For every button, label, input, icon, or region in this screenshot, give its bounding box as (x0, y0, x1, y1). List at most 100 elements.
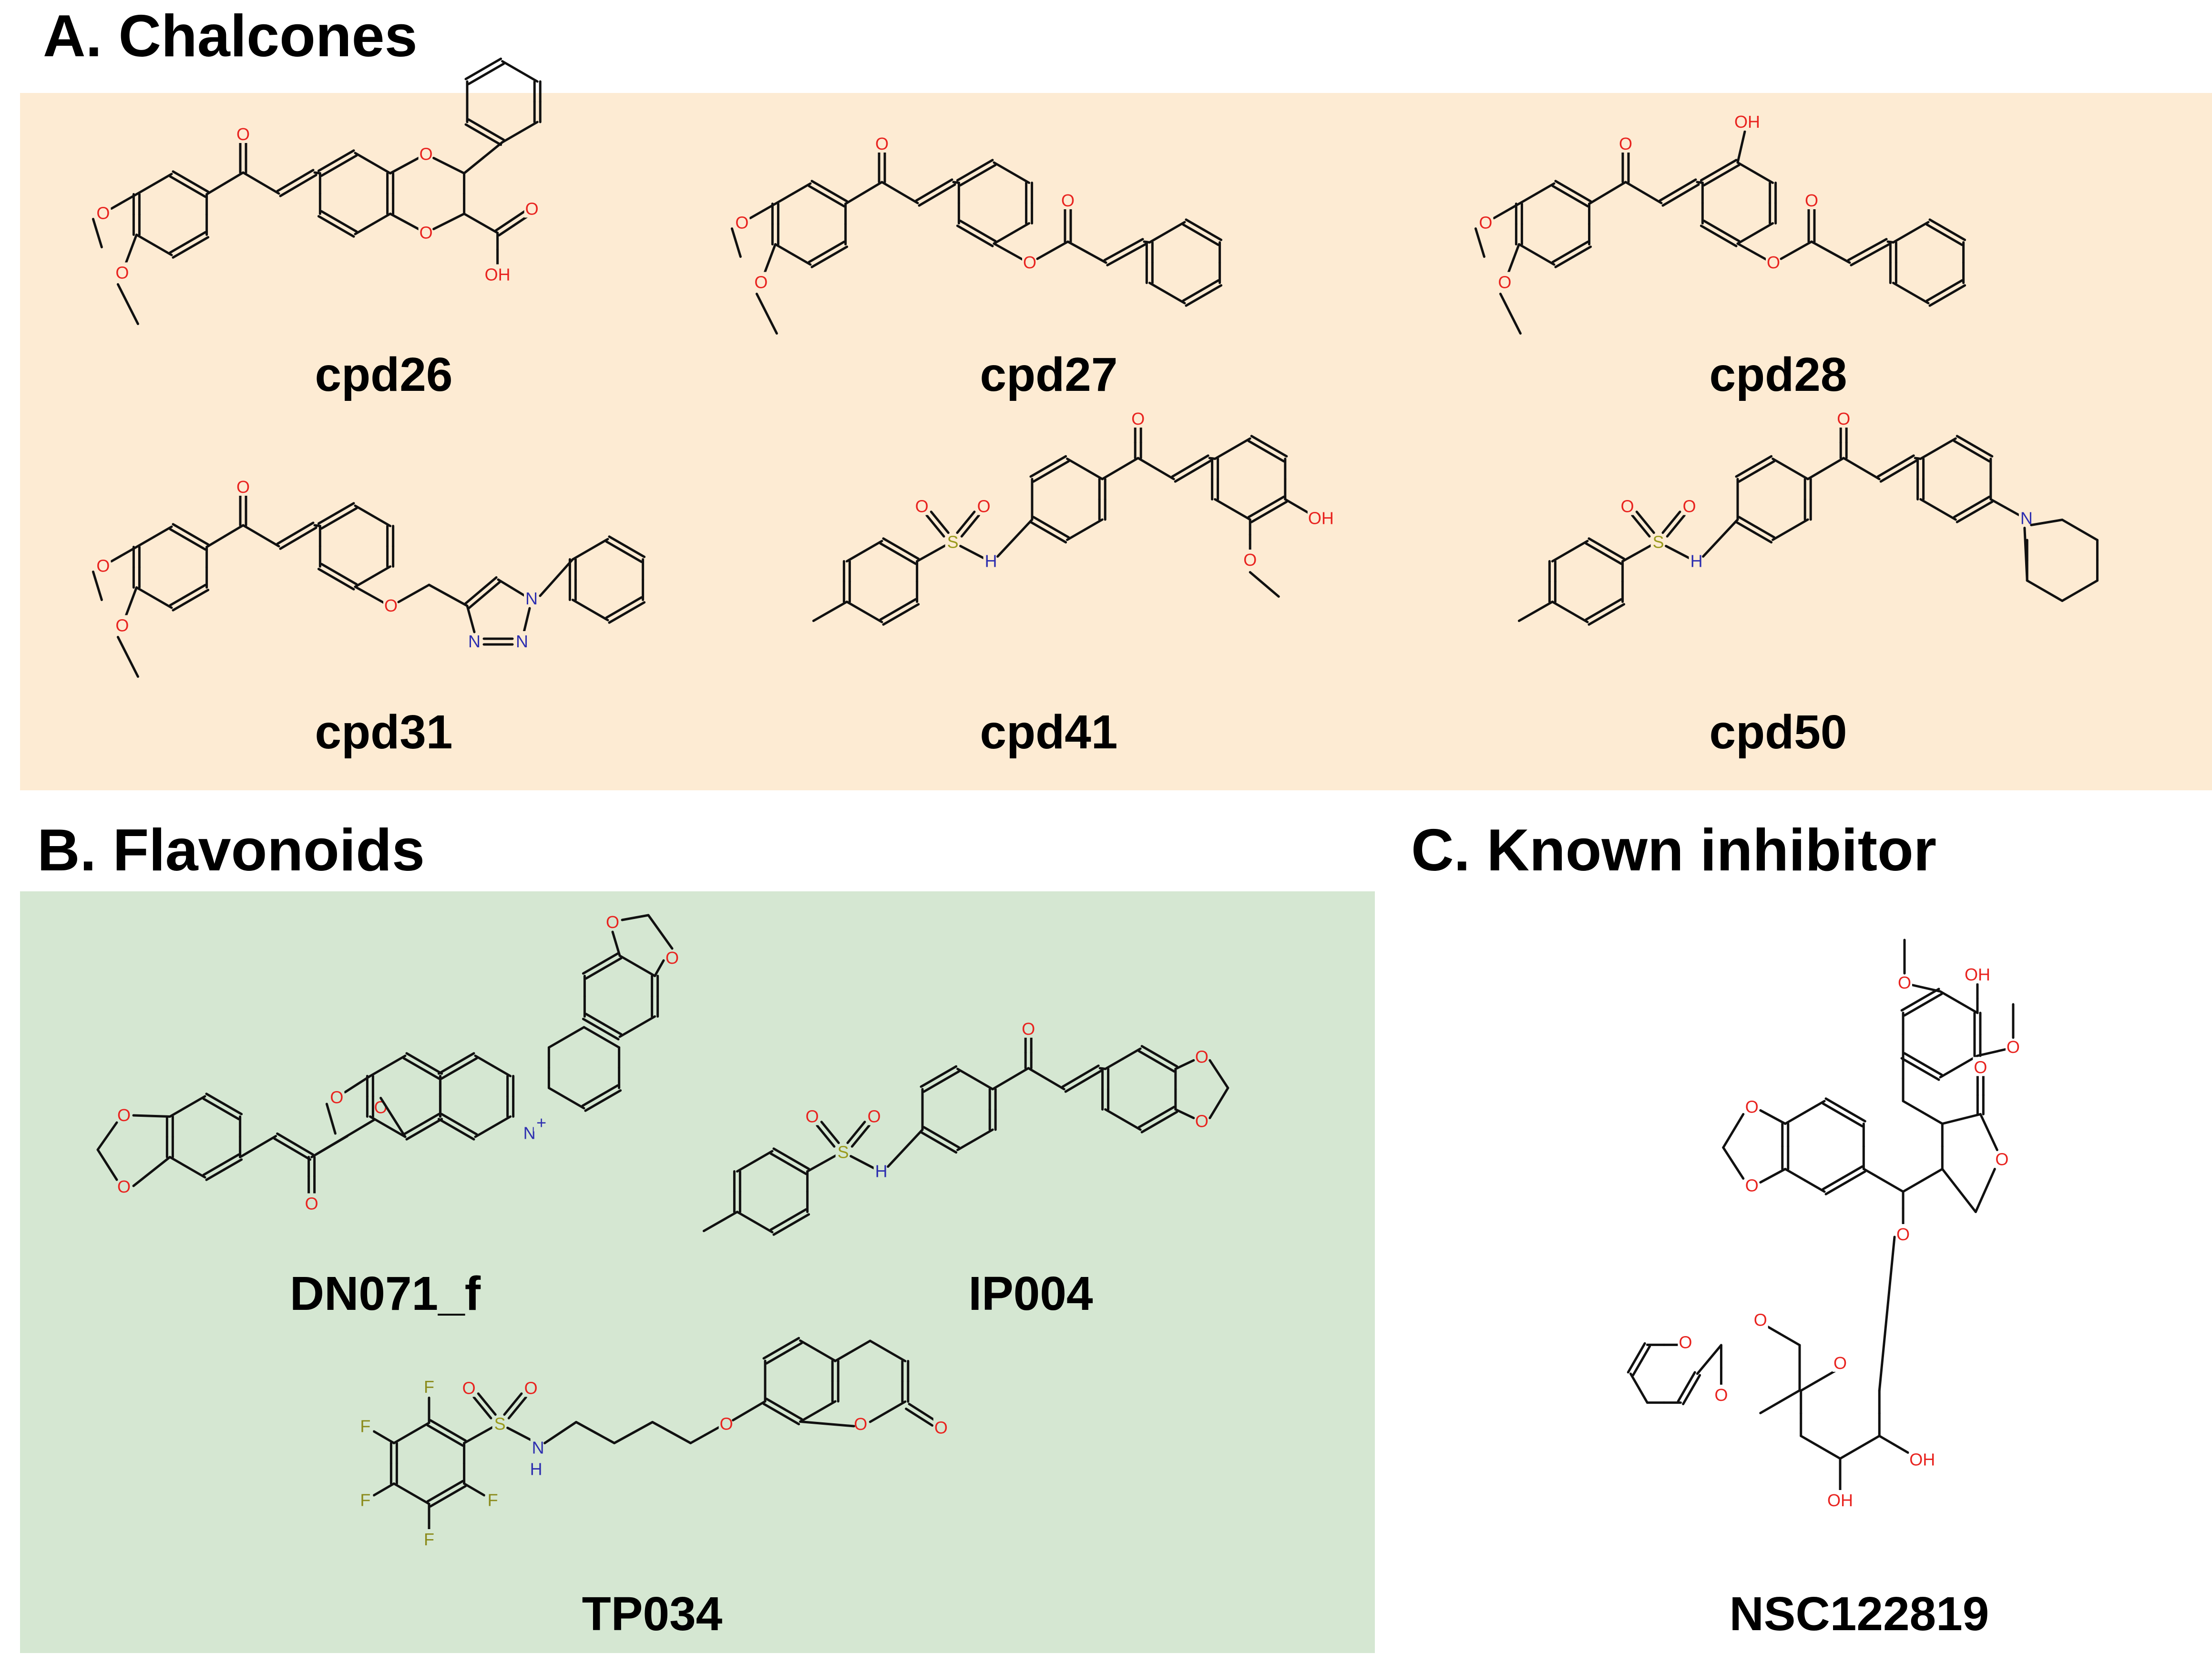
bond (1505, 203, 1520, 212)
bond (1268, 445, 1288, 458)
atom-label-mask (1618, 133, 1633, 153)
bond (1922, 992, 1943, 1006)
bond (996, 518, 1034, 558)
bond (389, 164, 407, 174)
bond (869, 1410, 889, 1423)
bond (783, 1342, 803, 1355)
bond (908, 1402, 924, 1414)
bond (1738, 516, 1758, 529)
bond (930, 544, 948, 554)
bond (371, 162, 392, 174)
bond (1231, 437, 1251, 450)
atom-label-mask (236, 124, 251, 143)
bond (937, 1141, 958, 1154)
bond (492, 1115, 512, 1128)
bond (420, 1113, 440, 1126)
oxygen-label: O (1195, 1112, 1208, 1131)
bond (915, 189, 935, 202)
bond (354, 585, 371, 596)
oxygen-label: O (666, 948, 679, 968)
atom-label-mask (1060, 190, 1075, 209)
bond (169, 241, 189, 254)
bond (168, 1156, 189, 1169)
bond (589, 609, 609, 622)
bond (1250, 435, 1270, 448)
oxygen-label: O (420, 223, 433, 243)
bond (845, 550, 866, 562)
bond (1231, 508, 1251, 521)
bond (1101, 467, 1122, 480)
bond (135, 586, 155, 599)
bond (506, 1427, 533, 1441)
bond (1507, 257, 1515, 274)
bond (1755, 460, 1776, 473)
bond (1736, 146, 1742, 164)
bond (423, 1062, 443, 1075)
sulfur-label: S (838, 1143, 849, 1162)
bond (116, 283, 139, 325)
bond (1010, 171, 1031, 184)
atom-label-mask (718, 1413, 734, 1433)
bond (2079, 579, 2099, 592)
bond (834, 1349, 854, 1362)
bond (1925, 223, 1946, 236)
bond (960, 524, 972, 538)
bond (153, 596, 173, 609)
bond (189, 236, 210, 249)
bond (654, 959, 665, 977)
bond (410, 1492, 430, 1505)
atom-label-mask (866, 1106, 882, 1125)
bond (379, 1097, 407, 1138)
bond (918, 194, 939, 207)
bond (498, 224, 515, 236)
bond (964, 510, 976, 524)
bond (1860, 467, 1881, 480)
atom-label-mask (95, 555, 111, 575)
bond (501, 131, 521, 143)
atom-label-mask (1650, 531, 1666, 551)
bond (1784, 1168, 1806, 1182)
bond (1639, 524, 1651, 538)
bond (1106, 253, 1128, 266)
bond (463, 1434, 480, 1444)
bond (812, 601, 848, 622)
bond (1844, 1170, 1866, 1184)
bond (618, 954, 639, 967)
bond (294, 521, 315, 535)
bond (371, 213, 392, 225)
bond (472, 1396, 484, 1409)
atom-label-mask (2018, 508, 2034, 527)
oxygen-label: O (1679, 1332, 1692, 1352)
bond (1045, 1077, 1065, 1091)
bond (1602, 598, 1623, 611)
bond (623, 550, 643, 563)
atom-label-mask (116, 1105, 132, 1124)
atom-label-mask (1973, 1057, 1988, 1076)
atom-label-mask (467, 631, 482, 650)
bond (444, 1434, 464, 1447)
bond (386, 1054, 407, 1067)
bond (772, 1223, 793, 1236)
bond (423, 1118, 443, 1131)
bond (1640, 1345, 1651, 1362)
bond (730, 227, 742, 258)
bond (973, 235, 994, 247)
bond (599, 1028, 620, 1041)
bond (110, 200, 125, 210)
atom-label-mask (1734, 112, 1761, 131)
bond (855, 1121, 866, 1134)
bond (392, 1431, 413, 1444)
bond (1247, 439, 1268, 452)
bond (1174, 1059, 1195, 1070)
bond (1602, 552, 1623, 565)
bond (1569, 194, 1589, 208)
bond (582, 962, 602, 975)
atom-label-mask (983, 551, 999, 570)
bond (509, 210, 526, 223)
oxygen-label: O (420, 144, 433, 164)
bond (1806, 467, 1827, 480)
bond (1736, 232, 1757, 245)
